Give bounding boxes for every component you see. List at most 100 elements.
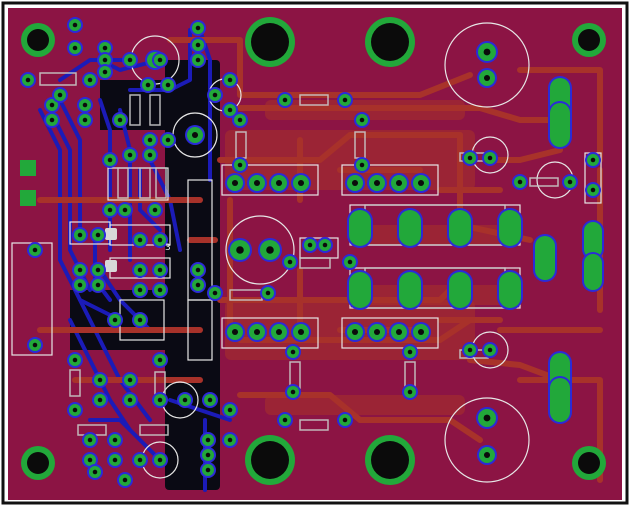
pad-drill (107, 207, 113, 213)
pad-drill (253, 328, 261, 336)
pad-drill (82, 117, 88, 123)
silkscreen-outline (221, 317, 319, 349)
pad-drill (157, 267, 163, 273)
pad-drill (307, 242, 313, 248)
pad-drill (351, 179, 359, 187)
mounting-hole (27, 452, 49, 474)
pad-drill (395, 328, 403, 336)
pad-drill (157, 57, 163, 63)
pad-drill (205, 467, 211, 473)
top-trace (517, 377, 603, 483)
pad-drill (82, 102, 88, 108)
pad-drill (117, 117, 123, 123)
silkscreen-circle (444, 397, 530, 483)
pad-drill (275, 179, 283, 187)
pad-drill (32, 342, 38, 348)
pad-drill (147, 152, 153, 158)
power-terminal (371, 441, 409, 479)
pad-drill (373, 328, 381, 336)
pad-drill (483, 451, 491, 459)
pad-drill (97, 397, 103, 403)
top-trace (467, 357, 563, 383)
pad-drill (95, 282, 101, 288)
pad-drill (57, 92, 63, 98)
pad-drill (112, 437, 118, 443)
part-body (129, 94, 141, 126)
pad-drill (483, 48, 491, 56)
copper-region (225, 130, 475, 190)
pad-drill (467, 347, 473, 353)
part-body (139, 424, 169, 436)
pad-drill (157, 457, 163, 463)
power-terminal (251, 441, 289, 479)
top-trace (167, 37, 303, 98)
pad-drill (590, 187, 596, 193)
pad-drill (127, 397, 133, 403)
oval-pad (550, 103, 570, 147)
silkscreen-circle (225, 215, 295, 285)
silkscreen-outline (221, 164, 319, 196)
pad-drill (212, 290, 218, 296)
pad-drill (227, 77, 233, 83)
pad-drill (165, 137, 171, 143)
pad-drill (92, 469, 98, 475)
part-body (155, 167, 167, 199)
oval-pad (449, 210, 471, 246)
pad-drill (407, 349, 413, 355)
pad-drill (590, 157, 596, 163)
pad-drill (467, 155, 473, 161)
pad-drill (102, 57, 108, 63)
pad-drill (287, 259, 293, 265)
pad-drill (145, 82, 151, 88)
pad-drill (351, 328, 359, 336)
pad-drill (72, 357, 78, 363)
pad-drill (112, 317, 118, 323)
pad-drill (122, 477, 128, 483)
pad-drill (165, 82, 171, 88)
mounting-hole (27, 29, 49, 51)
pad-drill (231, 328, 239, 336)
oval-pad (550, 378, 570, 422)
part-body (149, 94, 161, 126)
pad-drill (483, 414, 491, 422)
pad-drill (207, 397, 213, 403)
bottom-trace (88, 418, 162, 462)
pad-drill (127, 377, 133, 383)
pad-drill (72, 22, 78, 28)
pad-drill (137, 287, 143, 293)
pad-drill (87, 437, 93, 443)
pad-drill (227, 407, 233, 413)
pad-drill (102, 45, 108, 51)
pad-drill (157, 357, 163, 363)
pad-drill (157, 397, 163, 403)
pad-drill (152, 207, 158, 213)
pad-drill (107, 157, 113, 163)
part-body (39, 72, 77, 86)
part-body (117, 167, 129, 199)
part-body (139, 167, 151, 199)
oval-pad (584, 222, 602, 258)
oval-pad (399, 272, 421, 308)
pad-drill (195, 267, 201, 273)
top-trace (487, 147, 563, 163)
pad-drill (191, 131, 199, 139)
pad-drill (72, 45, 78, 51)
silkscreen-circle (444, 22, 530, 108)
pad-drill (265, 290, 271, 296)
silkscreen-outline (107, 167, 169, 201)
pad-drill (102, 69, 108, 75)
pad-drill (49, 102, 55, 108)
pad-drill (290, 389, 296, 395)
pad-drill (77, 282, 83, 288)
pad-drill (347, 259, 353, 265)
mounting-hole (578, 29, 600, 51)
pad-drill (282, 417, 288, 423)
pad-drill (195, 42, 201, 48)
pad-drill (157, 237, 163, 243)
oval-pad (399, 210, 421, 246)
pad-drill (487, 155, 493, 161)
part-marker-text: 3 (165, 243, 171, 253)
pad-drill (567, 179, 573, 185)
power-terminal (371, 23, 409, 61)
